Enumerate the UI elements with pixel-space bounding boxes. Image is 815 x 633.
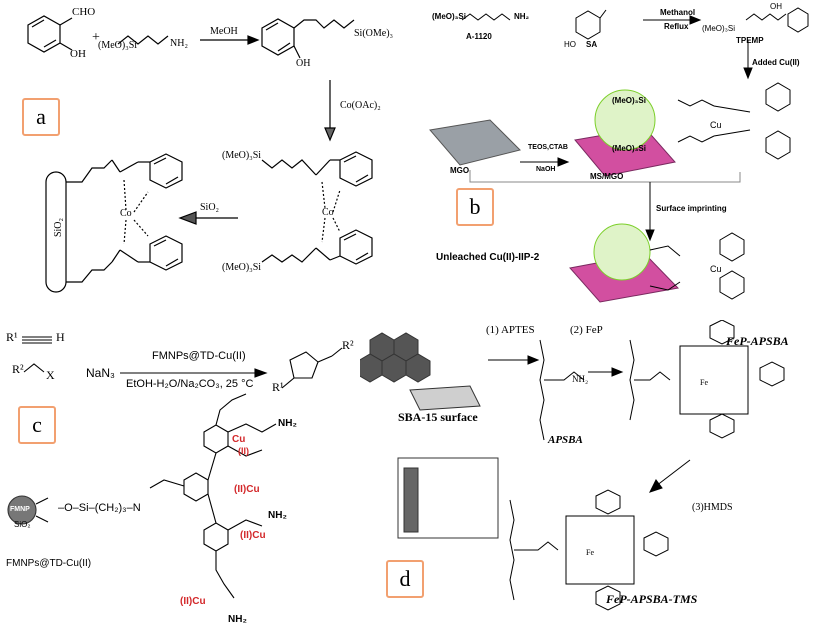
complex-silyl-bottom: (MeO)₃Si (612, 144, 646, 153)
copper-site-4: (II)Cu (180, 596, 206, 607)
apsba-name: APSBA (548, 434, 583, 446)
reflux-step: Reflux (664, 22, 689, 31)
tpemp-hydroxyl: OH (770, 2, 782, 11)
r2-substituent: R² (12, 362, 24, 376)
fmnp-core-label: FMNP (10, 506, 30, 513)
hmds-step: (3)HMDS (692, 502, 733, 513)
cobalt-center: Co (322, 207, 334, 218)
fep-step: (2) FeP (570, 324, 603, 336)
svg-text:Cu: Cu (710, 264, 722, 274)
tpemp-silyl: (MeO)₃Si (702, 24, 736, 33)
a1120-chain (461, 13, 511, 21)
supported-cobalt-center: Co (120, 208, 132, 219)
ms-mgo-name: MS/MGO (590, 172, 624, 181)
triazine-lower (203, 522, 229, 552)
fep-apsba-name: FeP-APSBA (726, 334, 789, 348)
panel-a-label: a (22, 98, 60, 136)
mgo-name: MGO (450, 166, 470, 175)
reaction-conditions: EtOH-H₂O/Na₂CO₃, 25 °C (126, 378, 254, 390)
aminosilane-chain (117, 35, 169, 45)
svg-text:Cu: Cu (710, 120, 722, 130)
tms-porphyrin-core (565, 515, 635, 585)
panel-b-label: b (456, 188, 494, 226)
sa-name: SA (586, 40, 598, 49)
halide-x: X (46, 368, 55, 382)
imprinting-step: Surface imprinting (656, 204, 727, 213)
catalyst-above-arrow: FMNPs@TD-Cu(II) (152, 350, 246, 362)
complex-silyl-bottom: (MeO)₃Si (222, 262, 262, 273)
triazole-ring (289, 351, 319, 379)
naoh-step: NaOH (536, 166, 556, 173)
amine-label: NH₂ (170, 38, 188, 49)
a1120-silyl: (MeO)₃Si (432, 12, 466, 21)
cobalt-acetate-step: Co(OAc)₂ (340, 100, 381, 111)
unleached-product-name: Unleached Cu(II)-IIP-2 (436, 252, 540, 263)
schiff-base-ring (261, 18, 295, 56)
triazine-core (183, 472, 209, 502)
product-silyl-label: Si(OMe)₃ (354, 28, 394, 39)
methanol-step: Methanol (660, 8, 696, 17)
teos-step: TEOS,CTAB (528, 144, 568, 151)
aldehyde-label: CHO (72, 6, 96, 18)
green-cage (594, 89, 656, 151)
product-r2: R² (342, 338, 354, 352)
copper-site-1-oxidation: (II) (238, 446, 249, 456)
copper-site-2: (II)Cu (234, 484, 260, 495)
silica-rod-label: SiO₂ (53, 217, 65, 238)
amine-bottom: NH₂ (228, 614, 247, 625)
mgo-sheet (429, 119, 521, 166)
panel-b-structures: Cu Cu (429, 7, 809, 303)
plus-sign: + (92, 30, 100, 45)
terminal-hydrogen: H (56, 330, 65, 344)
complex-silyl-top: (MeO)₃Si (222, 150, 262, 161)
copper-step: Added Cu(II) (752, 58, 800, 67)
silyl-linker: –O–Si–(CH₂)₃–N (58, 502, 141, 514)
tms-iron-center: Fe (586, 548, 594, 557)
phenol-label: OH (70, 48, 86, 60)
aptes-step: (1) APTES (486, 324, 535, 336)
sba15-surface-name: SBA-15 surface (398, 410, 478, 424)
panel-d-structures (360, 320, 785, 611)
amine-right: NH₂ (268, 510, 287, 521)
a1120-amine: NH₂ (514, 12, 530, 21)
surface-inset (397, 457, 499, 539)
product-r1: R¹ (272, 380, 284, 394)
panel-a-structures (27, 15, 373, 293)
tpemp-name: TPEMP (736, 36, 764, 45)
methanol-step: MeOH (210, 26, 238, 37)
porphyrin-core (679, 345, 749, 415)
silica-shell-label: SiO₂ (14, 520, 31, 529)
silica-support (45, 171, 67, 293)
copper-site-3: (II)Cu (240, 530, 266, 541)
pore-wall-zoom (409, 385, 481, 411)
sodium-azide: NaN₃ (86, 366, 115, 380)
copper-site-1: Cu (232, 434, 246, 445)
sa-hydroxyl: HO (564, 40, 576, 49)
magnetic-nanoparticle (7, 495, 37, 525)
apsba-amine: NH₂ (572, 374, 589, 384)
panel-c-label: c (18, 406, 56, 444)
triazine-upper (203, 424, 229, 454)
product-green-cage (593, 223, 651, 281)
panel-c-structures (7, 336, 343, 599)
amine-top: NH₂ (278, 418, 297, 429)
catalyst-name: FMNPs@TD-Cu(II) (6, 558, 92, 569)
salicylaldehyde-ring (575, 10, 601, 40)
complex-silyl-top: (MeO)₃Si (612, 96, 646, 105)
product-phenol-label: OH (296, 58, 311, 69)
panel-d-label: d (386, 560, 424, 598)
r1-substituent: R¹ (6, 330, 18, 344)
silane-label: (MeO)₃Si (98, 40, 138, 51)
a1120-name: A-1120 (466, 32, 492, 41)
iron-center: Fe (700, 378, 708, 387)
fep-apsba-tms-name: FeP-APSBA-TMS (606, 592, 698, 606)
silica-step: SiO₂ (200, 202, 220, 213)
